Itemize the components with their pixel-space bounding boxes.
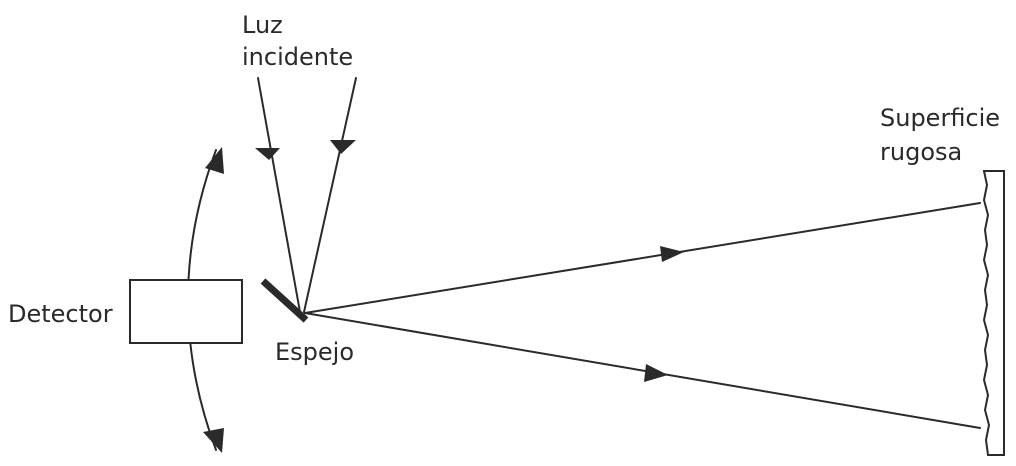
surface-label-line1: Superficie bbox=[880, 104, 1000, 132]
incident-ray-right-arrowhead bbox=[330, 140, 356, 154]
incident-ray-right bbox=[303, 77, 357, 313]
arc-bottom-arrowhead bbox=[203, 428, 224, 453]
incident-light-label-line1: Luz bbox=[242, 11, 283, 39]
incident-light-label-line2: incidente bbox=[242, 43, 353, 71]
mirror bbox=[260, 278, 309, 323]
detector-box bbox=[129, 279, 243, 344]
mirror-label: Espejo bbox=[275, 338, 354, 366]
reflected-ray-upper-arrowhead bbox=[660, 246, 684, 262]
arc-top-arrowhead bbox=[205, 147, 224, 174]
reflected-ray-lower bbox=[304, 312, 981, 429]
incident-ray-left-arrowhead bbox=[255, 148, 280, 160]
rough-surface bbox=[982, 170, 1005, 456]
incident-ray-left bbox=[257, 77, 301, 313]
detector-label: Detector bbox=[8, 300, 113, 328]
reflected-ray-upper bbox=[304, 202, 981, 314]
reflected-ray-lower-arrowhead bbox=[644, 364, 668, 382]
surface-label-line2: rugosa bbox=[880, 138, 962, 166]
